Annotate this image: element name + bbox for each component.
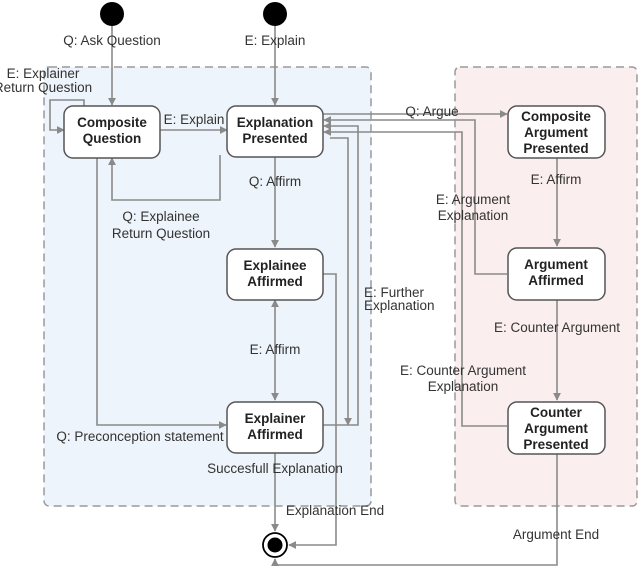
edge-explainer-return-question [49,99,85,134]
label-ask-question: Q: Ask Question [63,33,161,48]
label-affirm-explainer: E: Affirm [250,342,301,357]
edge-return-explanation [330,137,352,426]
label-explain-start: E: Explain [245,33,306,48]
label-preconception-statement: Q: Preconception statement [56,429,224,444]
edge-argument-explanation [323,116,507,275]
label-argument-end: Argument End [513,527,599,542]
edge-preconception-statement [96,158,227,429]
explanation-region [43,66,372,507]
final-state [262,532,288,558]
initial-state-explain [263,2,287,26]
label-affirm-explanation: Q: Affirm [249,174,301,189]
label-explanation-end: Explanation End [286,503,384,518]
label-explain: E: Explain [164,112,225,127]
edge-further-explanation [323,122,359,426]
label-counter-argument: E: Counter Argument [494,320,620,335]
label-affirm-argument: E: Affirm [531,172,582,187]
edge-argument-end [271,454,558,567]
edge-explanation-end [288,273,337,549]
label-argue: Q: Argue [405,104,458,119]
label-successful-explanation: Succesfull Explanation [207,461,343,476]
edge-explainee-return-question [108,155,221,201]
edge-counter-argument-explanation [323,128,507,427]
initial-state-question [100,2,124,26]
